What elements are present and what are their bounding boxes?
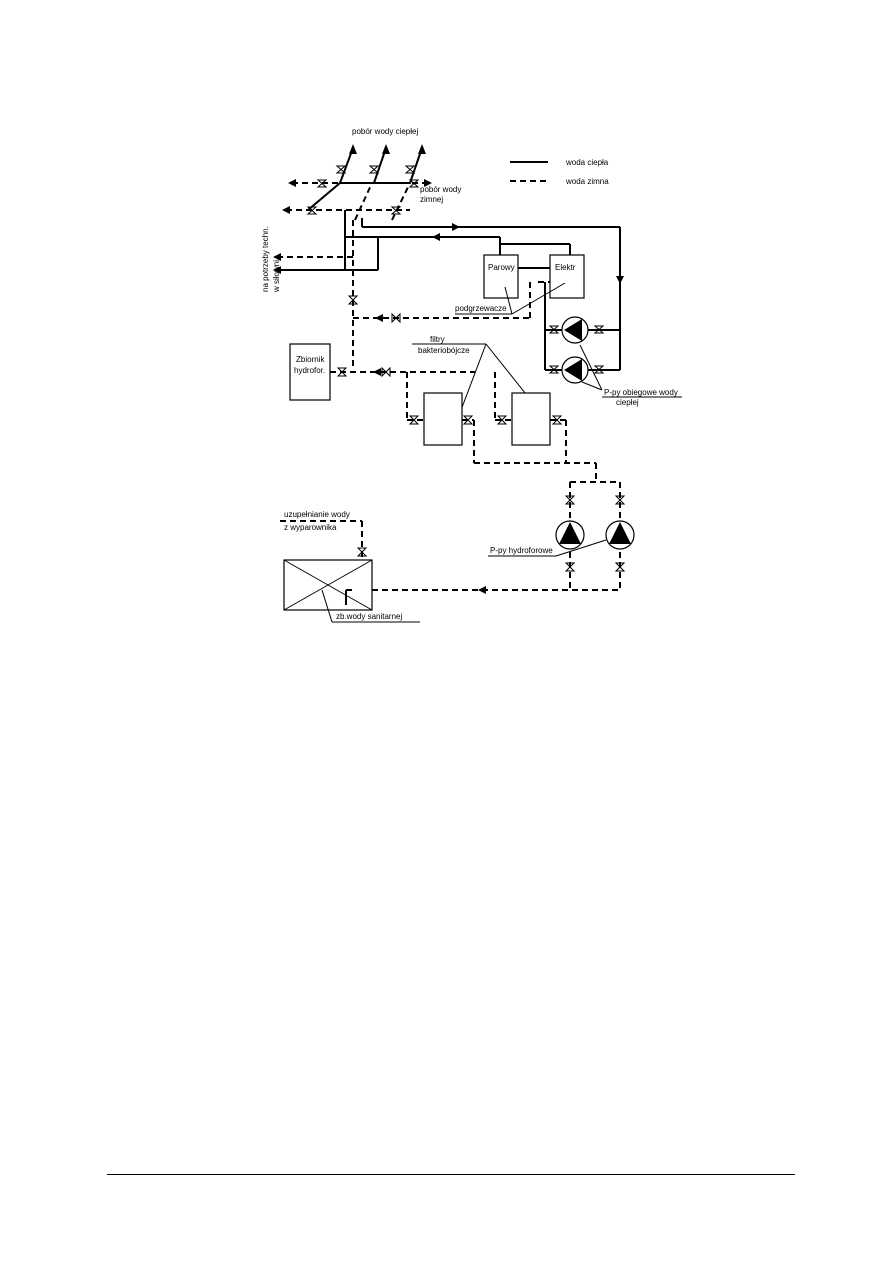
tech-needs-label-1: na potrzeby techn. — [261, 226, 270, 292]
arrow-left-icon — [288, 179, 296, 187]
valve-icon — [391, 312, 401, 324]
valve-icon — [614, 562, 626, 572]
arrow-left-icon — [273, 253, 281, 261]
arrow-left-icon — [273, 266, 281, 274]
arrow-down-icon — [616, 276, 624, 284]
heaters-leader — [504, 286, 513, 315]
footer-rule — [107, 1174, 795, 1175]
valve-icon — [548, 325, 560, 334]
valve-icon — [462, 415, 474, 425]
hydrophore-tank-box — [289, 343, 331, 401]
cold-diagonal — [391, 182, 411, 221]
arrow-right-icon — [424, 179, 432, 187]
bactericidal-filters: filtry bakteriobójcze — [406, 335, 596, 464]
arrow-left-icon — [375, 314, 383, 322]
valve-icon — [548, 365, 560, 374]
valve-icon — [381, 366, 391, 378]
hydro-tank-label-1: Zbiornik — [296, 355, 325, 364]
valve-icon — [306, 206, 318, 215]
hydro-pumps-label: P-py hydroforowe — [490, 546, 553, 555]
heaters-label: podgrzewacze — [455, 304, 507, 313]
arrow-left-icon — [282, 206, 290, 214]
cold-feed — [330, 220, 530, 378]
arrow-right-icon — [452, 223, 460, 231]
arrow-up-icon — [349, 144, 357, 154]
cold-diagonal — [354, 182, 373, 221]
cold-draw-label-2: zimnej — [420, 195, 443, 204]
tank-cross-line — [283, 559, 373, 611]
valve-icon — [593, 325, 605, 334]
circ-pumps-label-1: P-py obiegowe wody — [604, 388, 678, 397]
filters-label-1: filtry — [430, 335, 445, 344]
circulation-pumps: P-py obiegowe wody ciepłej — [544, 282, 682, 407]
sanitary-tank: uzupełnianie wody z wyparownika zb.wody … — [280, 510, 420, 623]
valve-icon — [408, 415, 420, 425]
legend-cold-label: woda zimna — [565, 177, 609, 186]
valve-icon — [347, 295, 359, 305]
pump-arrow-icon — [609, 522, 631, 544]
arrow-up-icon — [382, 144, 390, 154]
legend: woda ciepła woda zimna — [510, 158, 609, 186]
heaters: Parowy Elektr podgrzewacze — [455, 254, 585, 318]
valve-icon — [316, 179, 328, 188]
pumps-leader — [581, 381, 603, 391]
hot-draw-label: pobór wody ciepłej — [352, 127, 418, 136]
arrow-up-icon — [418, 144, 426, 154]
cold-draw-label-1: pobór wody — [420, 185, 461, 194]
valve-icon — [390, 206, 402, 215]
valve-icon — [335, 165, 347, 174]
filters-label-2: bakteriobójcze — [418, 346, 470, 355]
valve-icon — [551, 415, 563, 425]
legend-hot-label: woda ciepła — [565, 158, 609, 167]
draw-off-manifold: pobór wody ciepłej pobór wody zimnej — [282, 127, 461, 221]
valve-icon — [593, 365, 605, 374]
circ-pumps-label-2: ciepłej — [616, 398, 639, 407]
valve-icon — [368, 165, 380, 174]
valve-icon — [408, 179, 420, 188]
tech-needs-label-2: w siłowni — [272, 260, 281, 293]
hydrophore-tank: Zbiornik hydrofor. — [289, 343, 331, 401]
filter-box-2 — [511, 392, 551, 446]
electric-heater-box — [549, 254, 585, 299]
makeup-label-1: uzupełnianie wody — [284, 510, 350, 519]
valve-icon — [404, 165, 416, 174]
filters-leader — [457, 343, 487, 419]
arrow-left-icon — [432, 233, 440, 241]
hydro-pumps-leader — [555, 539, 607, 557]
filter-box-1 — [423, 392, 463, 446]
valve-icon — [564, 562, 576, 572]
valve-icon — [496, 415, 508, 425]
heaters-leader — [511, 282, 566, 315]
steam-heater-box — [483, 254, 519, 299]
makeup-label-2: z wyparownika — [284, 523, 337, 532]
arrow-left-icon — [478, 586, 486, 594]
electric-heater-label: Elektr — [555, 263, 576, 272]
pump-arrow-icon — [559, 522, 581, 544]
pump-arrow-icon — [564, 319, 582, 341]
tank-leader — [321, 589, 333, 623]
pumps-leader — [579, 344, 603, 391]
valve-icon — [614, 495, 626, 505]
valve-icon — [356, 547, 368, 557]
valve-icon — [336, 367, 348, 377]
hydro-tank-label-2: hydrofor. — [294, 366, 325, 375]
hydrophore-pumps: P-py hydroforowe — [352, 463, 635, 594]
sanitary-tank-label: zb.wody sanitarnej — [336, 612, 402, 621]
valve-icon — [564, 495, 576, 505]
hot-diagonal — [307, 182, 341, 211]
steam-heater-label: Parowy — [488, 263, 515, 272]
pump-arrow-icon — [564, 359, 582, 381]
hot-water-loop: na potrzeby techn. w siłowni — [261, 210, 624, 370]
arrow-left-icon — [373, 368, 381, 376]
